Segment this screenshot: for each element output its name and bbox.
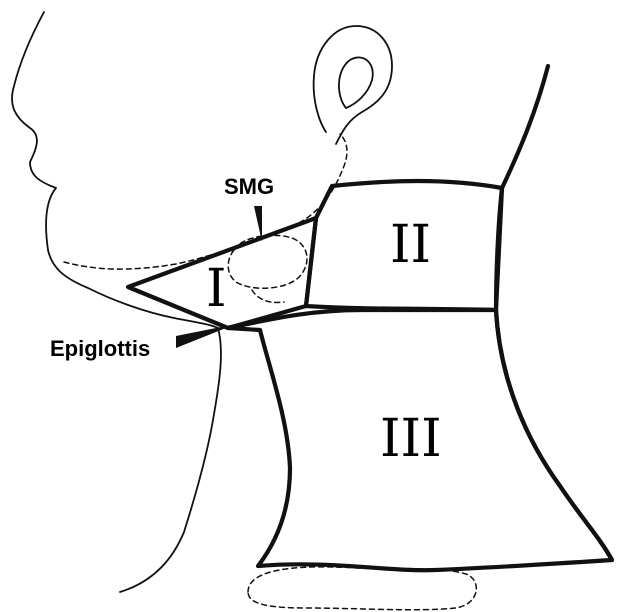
mandible-dashed-line (64, 134, 347, 269)
smg-label: SMG (224, 174, 274, 199)
level-three-label: III (380, 409, 442, 469)
level-one-label: I (206, 259, 227, 319)
ear-outline (314, 26, 392, 144)
ear-inner-curve (339, 57, 373, 108)
face-profile-outline (12, 12, 218, 328)
level-two-label: II (390, 215, 431, 275)
posterior-neck-line (496, 66, 612, 560)
smg-dashed-outline (228, 235, 307, 288)
epiglottis-label: Epiglottis (50, 336, 150, 361)
smg-duct-dashed (252, 290, 284, 303)
level-junction-line (228, 328, 260, 330)
chin-to-neck-line (120, 328, 221, 592)
clavicle-dashed-outline (248, 567, 476, 610)
